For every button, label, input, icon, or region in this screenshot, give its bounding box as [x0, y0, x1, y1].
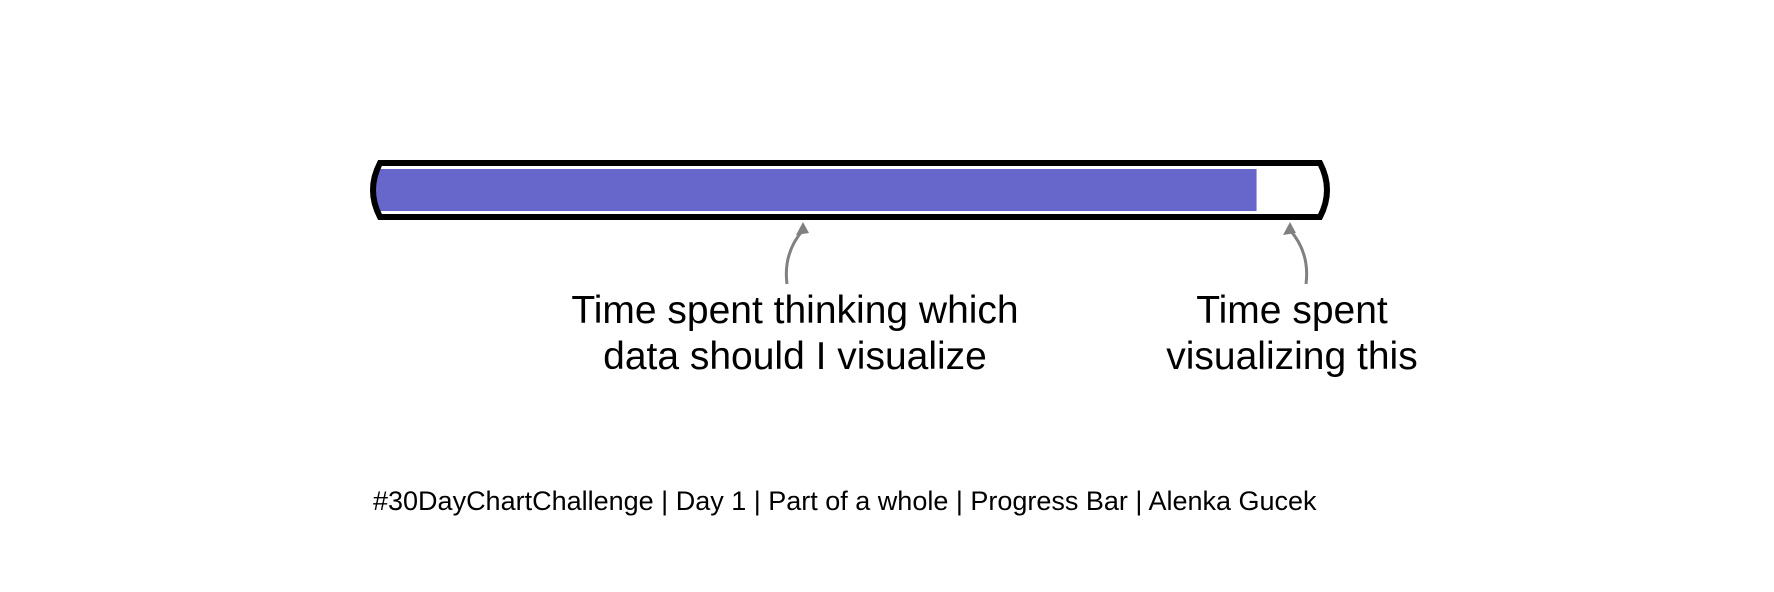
- arrowhead-icon: [796, 222, 809, 235]
- progress-bar: [370, 160, 1330, 220]
- chart-caption: #30DayChartChallenge | Day 1 | Part of a…: [373, 486, 1317, 516]
- annotation-visualizing: Time spent visualizing this: [1166, 222, 1418, 378]
- arrowhead-icon: [1283, 222, 1296, 235]
- annotation-label-line: data should I visualize: [603, 335, 987, 378]
- progress-bar-outline: [370, 160, 1330, 220]
- annotation-thinking: Time spent thinking which data should I …: [571, 222, 1019, 378]
- annotation-label-line: Time spent: [1196, 289, 1388, 332]
- annotation-label-line: visualizing this: [1166, 335, 1417, 378]
- annotation-arrow-visualizing: [1288, 229, 1309, 285]
- progress-bar-fill: [373, 169, 1257, 211]
- annotation-label-line: Time spent thinking which: [571, 289, 1018, 332]
- annotation-arrow-thinking: [784, 229, 805, 285]
